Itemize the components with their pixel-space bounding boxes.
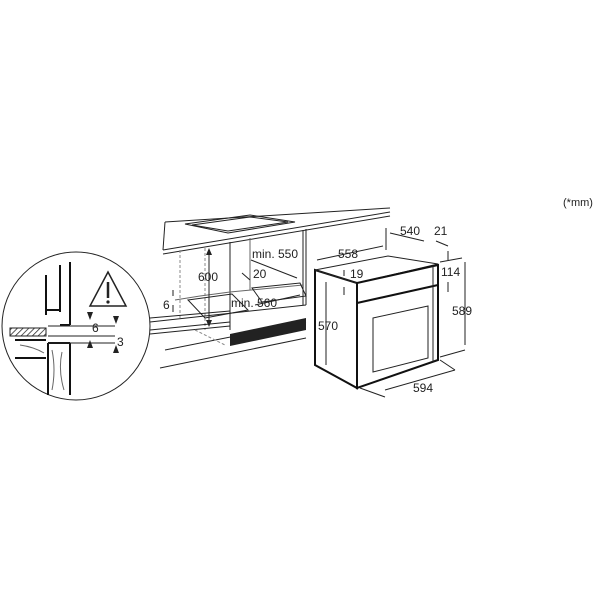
countertop — [162, 207, 391, 255]
dim-oven-width-top: 558 — [338, 247, 358, 261]
dim-oven-body-height: 570 — [318, 319, 338, 333]
dim-oven-width-front: 594 — [413, 381, 433, 395]
oven — [314, 255, 439, 390]
detail-dim-3: 3 — [117, 335, 124, 349]
detail-callout — [1, 251, 231, 401]
dim-oven-depth: 540 — [400, 224, 420, 238]
dim-oven-height-front: 589 — [452, 304, 472, 318]
dim-gap-20: 20 — [253, 267, 267, 281]
dim-front-21: 21 — [434, 224, 448, 238]
dim-niche-height: 600 — [198, 270, 218, 284]
dim-niche-width: min. 560 — [231, 296, 277, 310]
dim-top-19: 19 — [350, 267, 364, 281]
cabinet-niche — [149, 229, 307, 369]
dim-niche-depth: min. 550 — [252, 247, 298, 261]
unit-note: (*mm) — [563, 197, 593, 209]
hob — [184, 214, 296, 234]
dim-panel-114: 114 — [441, 265, 460, 279]
detail-dim-6: 6 — [92, 321, 99, 335]
dimension-lines — [172, 228, 466, 398]
dim-gap-6: 6 — [163, 298, 170, 312]
warning-triangle-icon — [88, 270, 128, 307]
plinth-vent — [230, 318, 306, 346]
